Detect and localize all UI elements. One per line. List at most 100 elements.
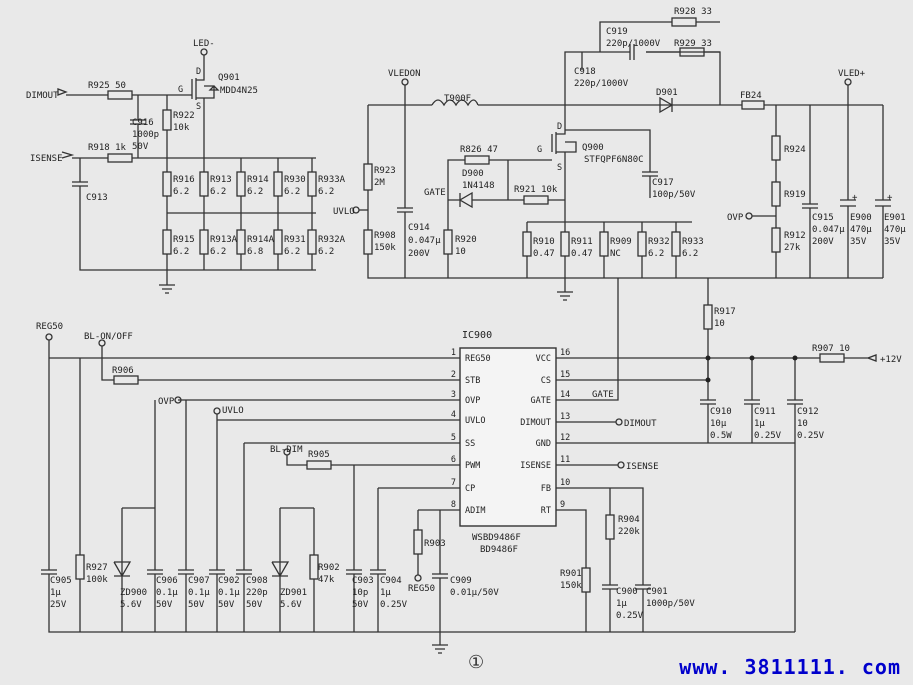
r919-label: R919 (784, 190, 806, 200)
c905-voltage: 25V (50, 600, 67, 610)
r901-value: 150k (560, 581, 582, 591)
c900-label: C900 (616, 587, 638, 597)
e901-voltage: 35V (884, 237, 901, 247)
d901-label: D901 (656, 88, 678, 98)
led-minus-terminal (200, 48, 208, 56)
r916-value: 6.2 (173, 187, 189, 197)
c915-value: 0.047μ (812, 225, 845, 235)
reg50-label: REG50 (36, 322, 63, 332)
r924-label: R924 (784, 145, 806, 155)
fb24-label: FB24 (740, 91, 762, 101)
vled-plus-label: VLED+ (838, 69, 866, 79)
c908-voltage: 50V (246, 600, 263, 610)
r927-label: R927 (86, 563, 108, 573)
gate-net-label: GATE (424, 188, 446, 198)
reg50-low-label: REG50 (408, 584, 435, 594)
r826-resistor (464, 155, 490, 165)
ic-pin-number: 9 (560, 500, 565, 510)
r932a-label: R932A (318, 235, 346, 245)
r912-value: 27k (784, 243, 801, 253)
r922-value: 10k (173, 123, 190, 133)
r908-resistor (363, 229, 373, 255)
ic-pin-number: 11 (560, 455, 570, 465)
dimout-pin-label: DIMOUT (624, 419, 657, 429)
plus12v-label: +12V (880, 355, 902, 365)
e900-voltage: 35V (850, 237, 867, 247)
svg-text:+: + (887, 193, 893, 203)
c906-voltage: 50V (156, 600, 173, 610)
vled-plus-terminal (844, 78, 852, 86)
ic-pin-name: UVLO (465, 416, 485, 426)
svg-text:S: S (196, 102, 201, 112)
r905-label: R905 (308, 450, 330, 460)
r902-value: 47k (318, 575, 335, 585)
r907-label: R907 10 (812, 344, 850, 354)
c905-value: 1μ (50, 588, 61, 598)
q900-value: STFQPF6N80C (584, 155, 644, 165)
ic900-body (459, 347, 557, 527)
c918-value: 220p/1000V (574, 79, 629, 89)
c907-value: 0.1μ (188, 588, 210, 598)
ic-pin-name: GND (536, 439, 551, 449)
c908-label: C908 (246, 576, 268, 586)
r930-value: 6.2 (284, 187, 300, 197)
r928-label: R928 33 (674, 7, 712, 17)
r917-label: R917 (714, 307, 736, 317)
led-dimming-section: LED- D S G Q901 MDD4N25 DIMOUT R925 50 C… (26, 39, 346, 294)
isense-label: ISENSE (30, 154, 63, 164)
c904-value: 1μ (380, 588, 391, 598)
ovp-terminal (745, 212, 753, 220)
zd901-value: 5.6V (280, 600, 302, 610)
c919-value: 220p/1000V (606, 39, 661, 49)
r913a-value: 6.2 (210, 247, 226, 257)
r909-value: NC (610, 249, 621, 259)
c906-value: 0.1μ (156, 588, 178, 598)
r921-label: R921 10k (514, 185, 558, 195)
r931-label: R931 (284, 235, 306, 245)
r906-label: R906 (112, 366, 134, 376)
isense-pin-label: ISENSE (626, 462, 659, 472)
fb24-bead (741, 100, 765, 110)
r925-label: R925 50 (88, 81, 126, 91)
c910-label: C910 (710, 407, 732, 417)
ic-pin-name: VCC (536, 354, 551, 364)
gate-pin-label: GATE (592, 390, 614, 400)
r930-label: R930 (284, 175, 306, 185)
ic-pin-number: 5 (451, 433, 456, 443)
control-section: REG50 BL-ON/OFF R906 OVP UVLO (36, 278, 902, 654)
ic-pin-name: DIMOUT (520, 418, 551, 428)
svg-text:G: G (178, 85, 183, 95)
e900-value: 470μ (850, 225, 872, 235)
ic-pin-name: ISENSE (520, 461, 551, 471)
r925-resistor (107, 90, 133, 100)
r929-label: R929 33 (674, 39, 712, 49)
svg-text:G: G (537, 145, 542, 155)
zd900-label: ZD900 (120, 588, 147, 598)
ic-pin-name: ADIM (465, 506, 485, 516)
r933-value: 6.2 (682, 249, 698, 259)
boost-converter-section: VLEDON T900F R923 2M UVLO R908 150k C914… (333, 7, 906, 380)
c917-value: 100p/50V (652, 190, 696, 200)
figure-number: ① (468, 652, 485, 673)
c913-label: C913 (86, 193, 108, 203)
r917-resistor (703, 304, 713, 330)
r914-value: 6.2 (247, 187, 263, 197)
dimout-label: DIMOUT (26, 91, 59, 101)
r932a-value: 6.2 (318, 247, 334, 257)
website-watermark: www. 3811111. com (679, 655, 901, 679)
ic-pin-number: 2 (451, 370, 456, 380)
r920-value: 10 (455, 247, 466, 257)
c910-value: 10μ (710, 419, 727, 429)
ic900-pins: 1REG502STB3OVP4UVLO5SS6PWM7CP8ADIM16VCC1… (451, 348, 570, 516)
ic-pin-name: CS (541, 376, 551, 386)
r912-label: R912 (784, 231, 806, 241)
c903-voltage: 50V (352, 600, 369, 610)
ic-pin-name: FB (541, 484, 551, 494)
c907-label: C907 (188, 576, 210, 586)
uvlo-label: UVLO (333, 207, 355, 217)
c904-voltage: 0.25V (380, 600, 408, 610)
zd900-value: 5.6V (120, 600, 142, 610)
c903-value: 10p (352, 588, 368, 598)
ic-pin-number: 4 (451, 410, 456, 420)
c911-label: C911 (754, 407, 776, 417)
